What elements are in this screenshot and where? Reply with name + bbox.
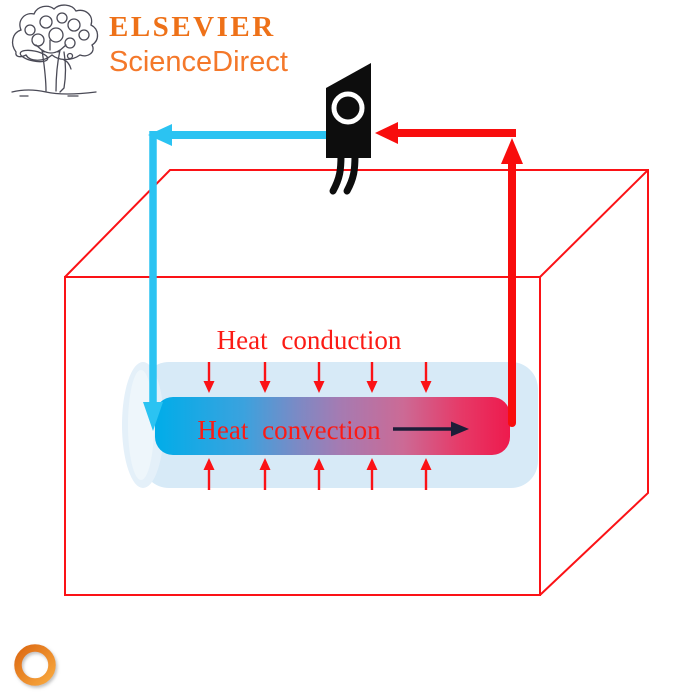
- conduction-up-arrow-icon-head: [420, 458, 432, 470]
- pump-leg: [343, 151, 359, 195]
- pump-ring-icon: [331, 91, 365, 125]
- conduction-up-arrow-icon-head: [313, 458, 325, 470]
- cold-flow-left-arrow-icon: [148, 124, 172, 146]
- elsevier-tree-logo: [11, 4, 99, 97]
- conduction-arrows-top: [203, 362, 432, 393]
- cold-flow-down-arrow-icon: [143, 402, 163, 431]
- conduction-arrows-bottom: [203, 458, 432, 490]
- conduction-up-arrow-icon-head: [203, 458, 215, 470]
- heat-conduction-label: Heat conduction: [217, 325, 402, 355]
- hot-flow-up-arrow-icon: [501, 138, 523, 164]
- conduction-down-arrow-icon-head: [259, 381, 271, 393]
- heat-exchanger-cylinder: [155, 397, 510, 455]
- conduction-down-arrow-icon-head: [203, 381, 215, 393]
- heat-convection-label: Heat convection: [197, 415, 381, 445]
- conduction-down-arrow-icon-head: [420, 381, 432, 393]
- conduction-down-arrow-icon-head: [366, 381, 378, 393]
- orange-ring-logo: [14, 644, 56, 686]
- branding-block: ELSEVIER ScienceDirect: [109, 11, 288, 79]
- pump-body: [326, 63, 371, 158]
- conduction-down-arrow-icon-head: [313, 381, 325, 393]
- heat-pump-device-icon: [326, 63, 371, 195]
- box-wireframe: [64, 169, 649, 596]
- hot-flow-left-arrow-icon: [375, 122, 398, 144]
- conduction-up-arrow-icon-head: [259, 458, 271, 470]
- hot-pipe: [375, 122, 523, 427]
- cold-pipe: [143, 124, 327, 431]
- platform-title: ScienceDirect: [109, 45, 288, 78]
- conduction-up-arrow-icon-head: [366, 458, 378, 470]
- pump-leg: [329, 151, 345, 195]
- convection-direction-arrow-icon: [393, 421, 469, 437]
- publisher-title: ELSEVIER: [109, 11, 276, 43]
